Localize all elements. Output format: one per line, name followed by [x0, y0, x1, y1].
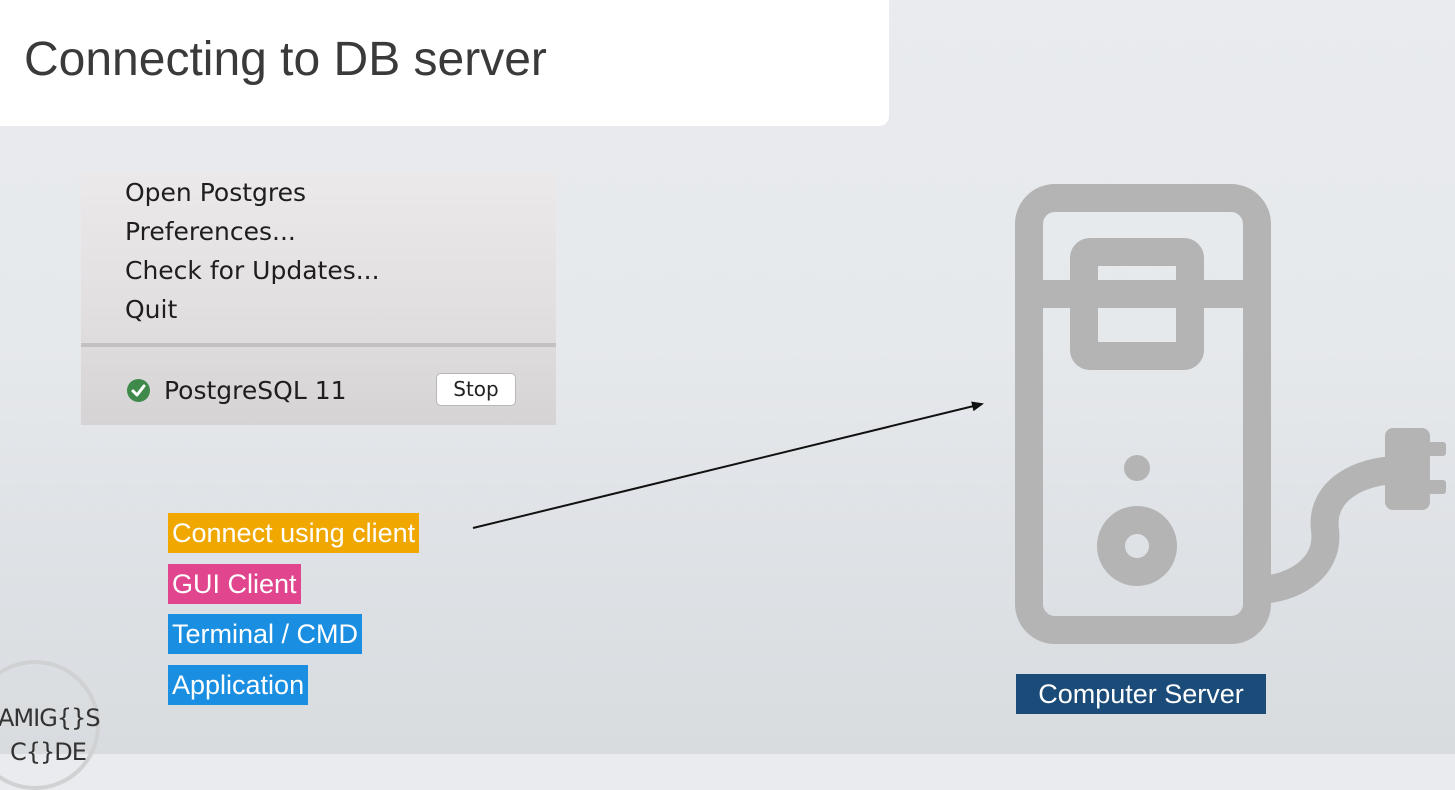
menu-separator — [81, 343, 556, 347]
check-circle-icon — [127, 379, 150, 402]
title-card: Connecting to DB server — [0, 0, 889, 126]
menu-item-preferences[interactable]: Preferences... — [125, 217, 296, 246]
logo-line-2: C{}DE — [10, 738, 87, 766]
stop-button[interactable]: Stop — [436, 373, 516, 406]
menu-item-open-postgres[interactable]: Open Postgres — [125, 178, 307, 207]
tag-connect-using-client: Connect using client — [168, 513, 420, 553]
menu-item-quit[interactable]: Quit — [125, 295, 178, 324]
server-status-label: PostgreSQL 11 — [164, 376, 347, 405]
slide-title: Connecting to DB server — [24, 33, 547, 86]
logo-line-1: AMIG{}S — [0, 704, 101, 732]
tag-terminal-cmd: Terminal / CMD — [168, 614, 363, 654]
computer-server-icon — [1015, 184, 1446, 644]
tag-gui-client: GUI Client — [168, 564, 301, 604]
postgres-menu: Open Postgres Preferences... Check for U… — [81, 173, 556, 425]
menu-item-check-updates[interactable]: Check for Updates... — [125, 256, 380, 285]
connection-arrow — [472, 401, 984, 529]
computer-server-label: Computer Server — [1016, 674, 1266, 714]
tag-application: Application — [168, 665, 309, 705]
